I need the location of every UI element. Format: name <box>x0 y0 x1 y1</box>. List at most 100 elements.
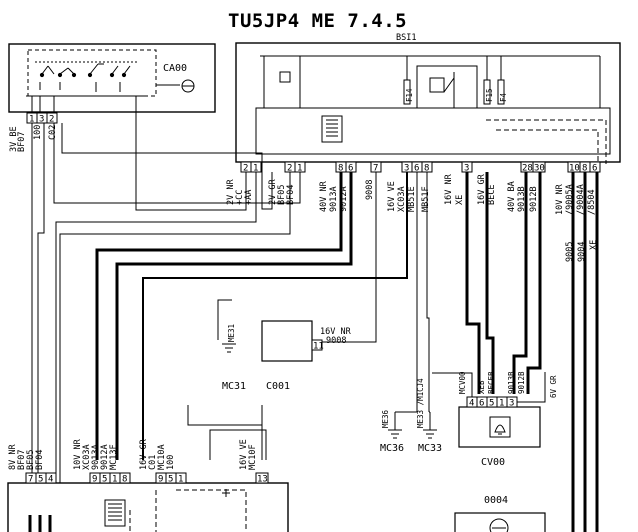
c001-label: C001 <box>266 381 290 392</box>
cv00-pin: 1 <box>499 399 504 409</box>
wire-label: XE <box>455 195 465 205</box>
ecu-pin: 13 <box>257 475 268 485</box>
bsi-pin: 2 <box>287 164 292 174</box>
bsi-pin: 3 <box>464 164 469 174</box>
wire-label: 40V BA <box>507 181 517 212</box>
ecu-wire: 9012A <box>100 444 110 470</box>
wire-label: +AA <box>244 190 254 205</box>
bsi-pin: 28 <box>522 164 533 174</box>
ca00-wire-100: 100 <box>33 125 43 140</box>
bsi-label: BSI1 <box>396 33 416 43</box>
ecu-wire: C01 <box>148 455 158 470</box>
wire-label: MB51E <box>407 186 417 212</box>
mc36-label: MC36 <box>380 443 404 454</box>
fuse-f14: F14 <box>405 88 414 102</box>
ca00-wire-bf07: BF07 <box>17 132 27 152</box>
mc31-wire: ME31 <box>227 324 236 342</box>
ca00-wire-c02: C02 <box>48 125 58 140</box>
ecu-wire: MC10F <box>248 444 258 470</box>
cv00-block <box>432 372 541 448</box>
mc33-wire: ME33 /M1CJ4 <box>416 378 425 428</box>
cv00-label: CV00 <box>481 457 505 468</box>
bsi-pin: 30 <box>534 164 545 174</box>
cv00-side-line <box>517 372 546 403</box>
ecu-wire: BF07 <box>17 450 27 470</box>
wire-label: XC03A <box>397 186 407 212</box>
wire-label: XE <box>589 240 599 250</box>
ecu-wire: 10V NR <box>73 438 83 470</box>
wire-label: 9013A <box>329 186 339 212</box>
mc31-label: MC31 <box>222 381 246 392</box>
ecu-wire: 16V GR <box>139 438 149 470</box>
ecu-wire: 16V VE <box>239 439 249 470</box>
wire-label: 16V GR <box>477 173 487 205</box>
bsi-pin: 8 <box>424 164 429 174</box>
ca00-label: CA00 <box>163 63 187 74</box>
bsi-pin: 1 <box>297 164 302 174</box>
ecu-pin: 1 <box>112 475 117 485</box>
bsi-pin: 6 <box>414 164 419 174</box>
bsi-block <box>235 42 621 164</box>
wire-label: BF04 <box>286 185 296 205</box>
wire-label: 9005 <box>565 242 575 262</box>
wire-label: 9012A <box>339 186 349 212</box>
diagram-title: TU5JP4 ME 7.4.5 <box>228 10 407 32</box>
ca00-block <box>8 43 216 113</box>
wire-label: 9012B <box>529 186 539 212</box>
thin-wires <box>31 96 430 483</box>
c001-pin: 11 <box>313 342 324 352</box>
wire-label: /9004A <box>576 184 586 215</box>
c001-wire: 16V NR <box>320 327 352 337</box>
bsi-pin: 6 <box>348 164 353 174</box>
bsi-pin: 10 <box>569 164 580 174</box>
bsi-pin: 8 <box>338 164 343 174</box>
cv00-wire: XEB <box>477 380 486 394</box>
wire-label: 2V GR <box>268 179 278 205</box>
wire-label: 16V VE <box>387 181 397 212</box>
ecu-wire: MC10A <box>157 444 167 470</box>
wire-label: /9005A <box>565 184 575 215</box>
wire-label: /8504 <box>587 189 597 215</box>
ecu-wire: 100 <box>166 455 176 470</box>
bsi-pin: 6 <box>592 164 597 174</box>
bsi-pins <box>240 161 601 173</box>
ecu-wire: BF05 <box>26 450 36 470</box>
c001-wire: 9008 <box>326 336 346 346</box>
thick-wires <box>95 172 599 532</box>
wire-label: 10V NR <box>555 183 565 215</box>
ground-symbols <box>388 411 437 439</box>
ecu-pin: 7 <box>28 475 33 485</box>
ecu-pin: 9 <box>92 475 97 485</box>
cv00-wire: 9012B <box>517 371 526 394</box>
wire-label: 2V NR <box>226 179 236 205</box>
ca00-wire-color: 3V BE <box>9 126 19 152</box>
cv00-pin: 4 <box>469 399 474 409</box>
wire-label: +CC <box>235 190 245 205</box>
ca00-pin-1: 1 <box>29 115 34 125</box>
ecu-pin: 5 <box>38 475 43 485</box>
wire-label: 16V NR <box>444 173 454 205</box>
wire-label: 9004 <box>577 242 587 262</box>
ecu-pin: 9 <box>158 475 163 485</box>
fuse-f4: F4 <box>499 92 508 102</box>
wire-label: BECE <box>487 185 497 205</box>
ecu-wire: MC13F <box>109 444 119 470</box>
ecu-pin: 5 <box>102 475 107 485</box>
cv00-pin: 5 <box>489 399 494 409</box>
wire-label: 9013B <box>517 186 527 212</box>
ecu-pin: 4 <box>48 475 53 485</box>
cv00-wire: MCV00 <box>458 371 467 394</box>
wire-label: BF05 <box>277 185 287 205</box>
fuse-f15: F15 <box>485 88 494 102</box>
c001-block <box>261 320 323 362</box>
bsi-pin: 7 <box>373 164 378 174</box>
ca00-pin-3: 3 <box>39 115 44 125</box>
wire-label: MB51F <box>421 186 431 212</box>
ecu-wire: XC03A <box>82 444 92 470</box>
ecu-wire: 9013A <box>91 444 101 470</box>
wire-label: 40V NR <box>319 180 329 212</box>
ecu-pin: 5 <box>168 475 173 485</box>
ecu-wire: 8V NR <box>8 444 18 470</box>
